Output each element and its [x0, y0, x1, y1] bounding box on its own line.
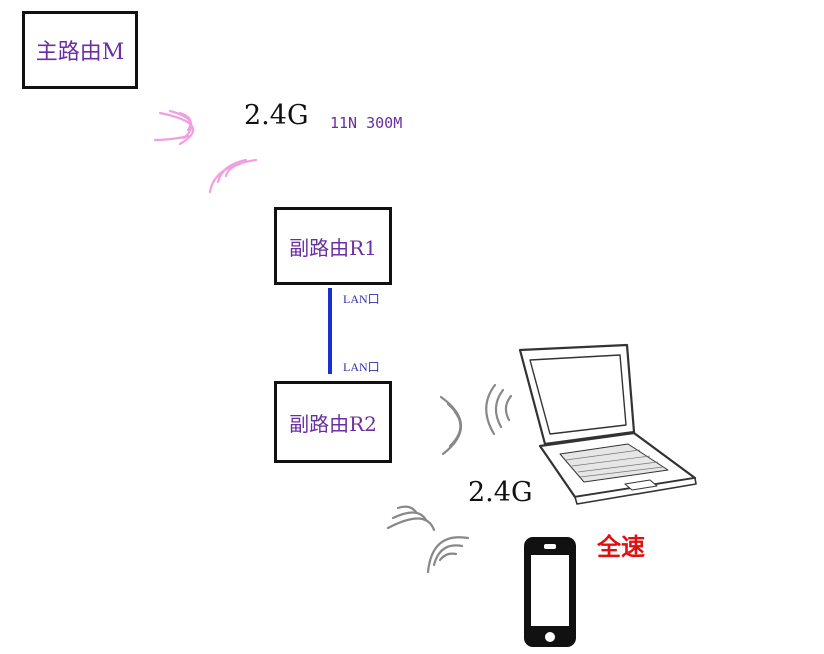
sub-router-2-label: 副路由R2: [289, 411, 377, 436]
smartphone-icon: [524, 537, 576, 647]
sub-router-1-box: 副路由R1: [274, 207, 392, 285]
speed-result-label: 全速: [597, 532, 645, 561]
sub-router-2-box: 副路由R2: [274, 381, 392, 463]
wifi-waves-icon: [153, 109, 258, 194]
laptop-icon: [518, 343, 697, 505]
sub-router-1-label: 副路由R1: [289, 235, 377, 260]
main-router-label: 主路由M: [35, 40, 125, 65]
top-mode-label: 11N 300M: [330, 114, 403, 132]
wifi-waves-icon: [439, 383, 513, 456]
lan-bottom-port-label: LAN口: [343, 360, 380, 374]
lan-top-port-label: LAN口: [343, 292, 380, 306]
wifi-waves-icon: [386, 505, 470, 574]
top-band-label: 2.4G: [244, 100, 309, 131]
main-router-box: 主路由M: [22, 11, 138, 89]
bottom-band-label: 2.4G: [468, 477, 533, 508]
